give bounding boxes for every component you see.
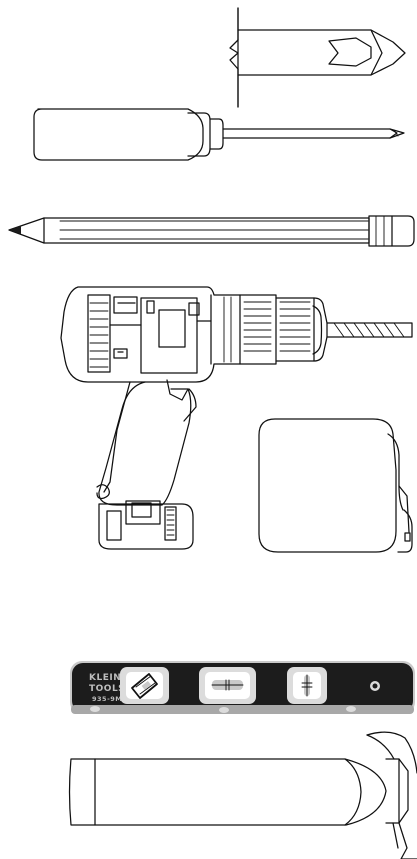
screwdriver (33, 108, 405, 161)
chisel (229, 7, 406, 108)
level-brand-line-2: TOOLS (89, 684, 125, 694)
pencil (8, 215, 415, 247)
level-model-text: 935-9MG (92, 695, 128, 703)
cordless-drill (60, 286, 413, 550)
hammer (68, 731, 417, 859)
level: KLEIN TOOLS 935-9MG (70, 661, 415, 714)
tape-measure (258, 418, 413, 553)
level-brand-line-1: KLEIN (89, 673, 121, 683)
